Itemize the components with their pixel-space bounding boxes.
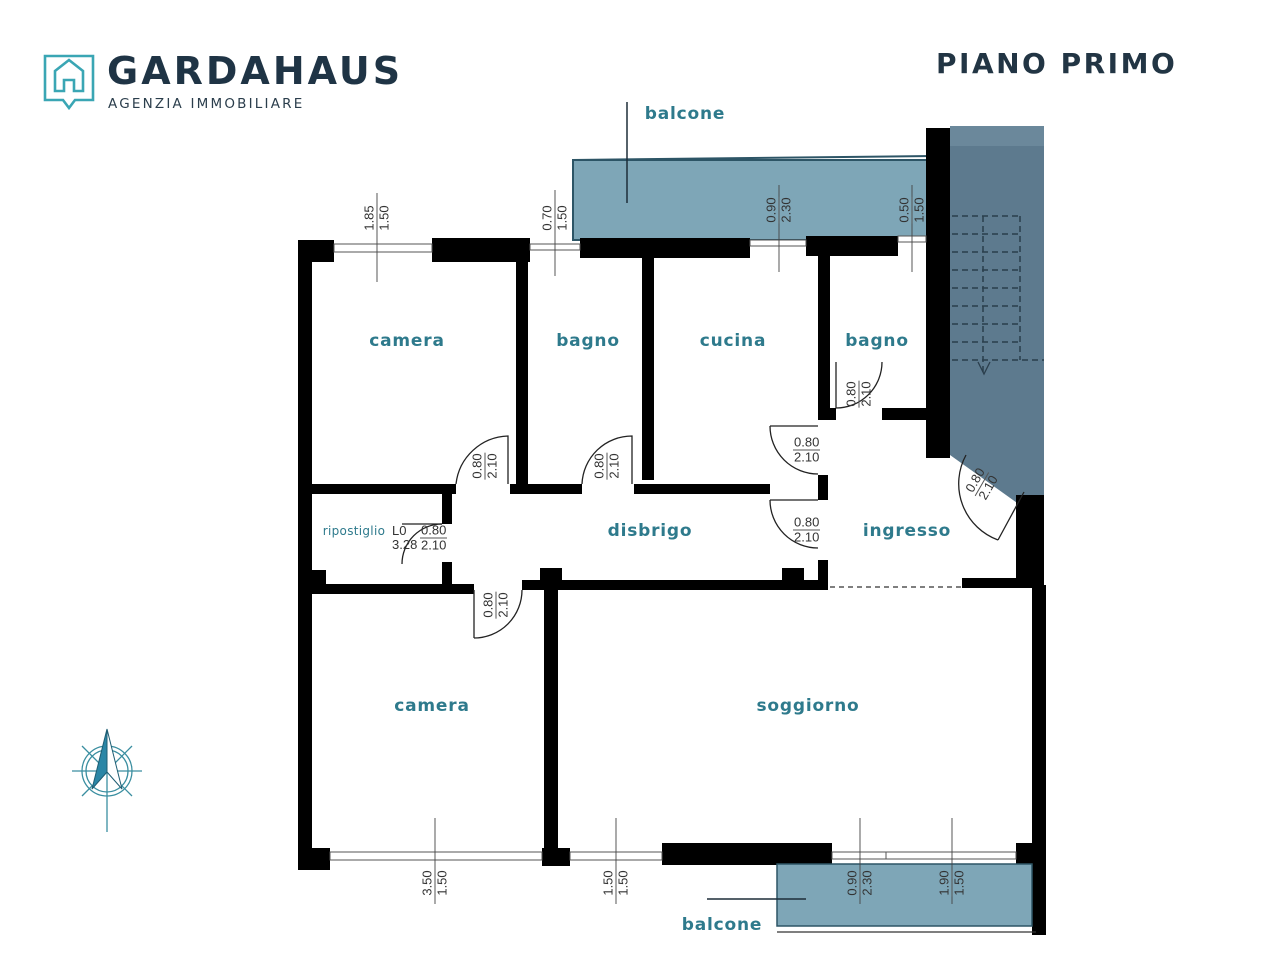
balcony-bottom [707,863,1036,933]
balcony-top-label: balcone [644,104,726,124]
room-ingresso: ingresso [862,521,952,541]
room-bagno-left: bagno [556,331,620,351]
doors [401,361,1025,639]
floor-title: PIANO PRIMO [936,47,1178,80]
balcony-top [572,102,934,241]
room-camera-top: camera [369,331,445,351]
brand-name: GARDAHAUS [107,49,404,93]
room-disbrigo: disbrigo [607,521,693,541]
room-soggiorno: soggiorno [756,696,860,716]
room-camera-bottom: camera [394,696,470,716]
walls [298,128,1046,935]
stairwell [950,126,1044,505]
room-ripostiglio: ripostiglio [322,524,386,538]
room-cucina: cucina [699,331,767,351]
balcony-bottom-label: balcone [681,915,763,935]
dimension-lines [376,185,953,904]
room-bagno-right: bagno [845,331,909,351]
brand-tagline: AGENZIA IMMOBILIARE [108,96,305,112]
